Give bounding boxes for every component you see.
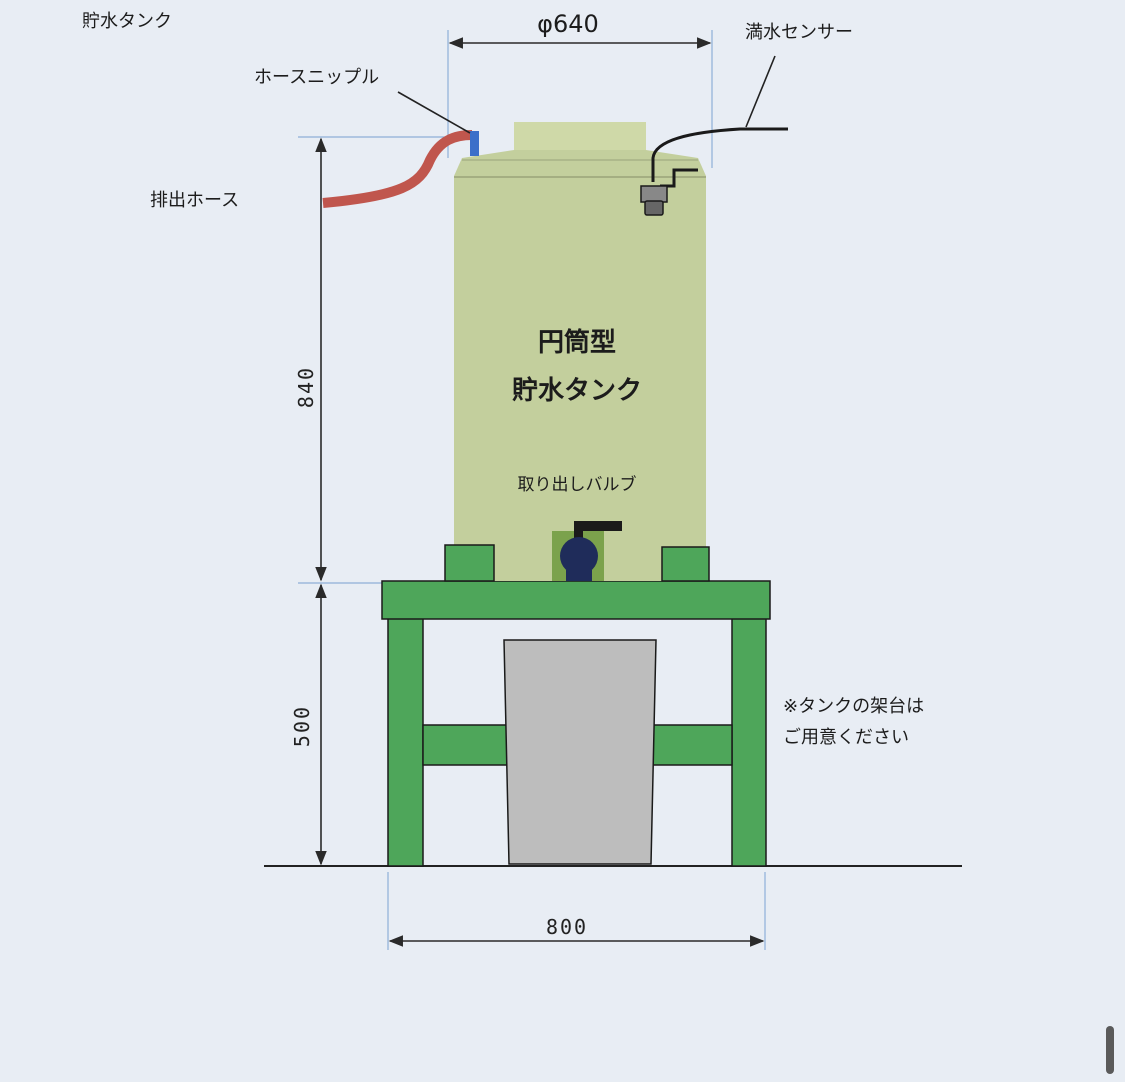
- stand-note-line2: ご用意ください: [783, 727, 909, 748]
- stand-width-dimension-label: 800: [546, 915, 588, 939]
- tank-foot-left: [444, 544, 495, 582]
- stand-height-dimension-label: 500: [290, 705, 314, 747]
- tank-label-type: 円筒型: [538, 327, 616, 358]
- discharge-hose-label: 排出ホース: [150, 190, 239, 211]
- drain-bucket: [503, 639, 657, 865]
- hose-nipple-label: ホースニップル: [254, 67, 379, 88]
- outlet-valve-icon: [552, 521, 622, 581]
- outlet-valve-label: 取り出しバルブ: [518, 474, 637, 495]
- full-water-sensor-leader: [745, 55, 776, 128]
- stand-note-line1: ※タンクの架台は: [783, 696, 924, 717]
- stand-leg-right: [731, 615, 767, 867]
- tank-body: [454, 150, 706, 581]
- scrollbar-thumb[interactable]: [1106, 1026, 1114, 1074]
- diameter-dimension-label: φ640: [537, 10, 599, 38]
- stand-top-plate: [381, 580, 771, 620]
- tank-foot-right: [661, 546, 710, 582]
- sensor-cable: [651, 127, 788, 182]
- cylindrical-tank: [444, 122, 710, 582]
- tank-label-name: 貯水タンク: [512, 375, 642, 406]
- stand-leg-left: [387, 615, 424, 867]
- full-water-sensor-label: 満水センサー: [745, 22, 853, 43]
- tank-lid: [514, 122, 646, 152]
- full-water-sensor-icon: [640, 168, 698, 216]
- hose-nipple-icon: [470, 131, 479, 156]
- tank-height-dimension-label: 840: [294, 366, 318, 408]
- discharge-hose: [322, 130, 473, 208]
- hose-nipple-leader: [397, 91, 471, 134]
- diagram-title: 貯水タンク: [82, 11, 172, 32]
- tank-stand: [381, 580, 771, 867]
